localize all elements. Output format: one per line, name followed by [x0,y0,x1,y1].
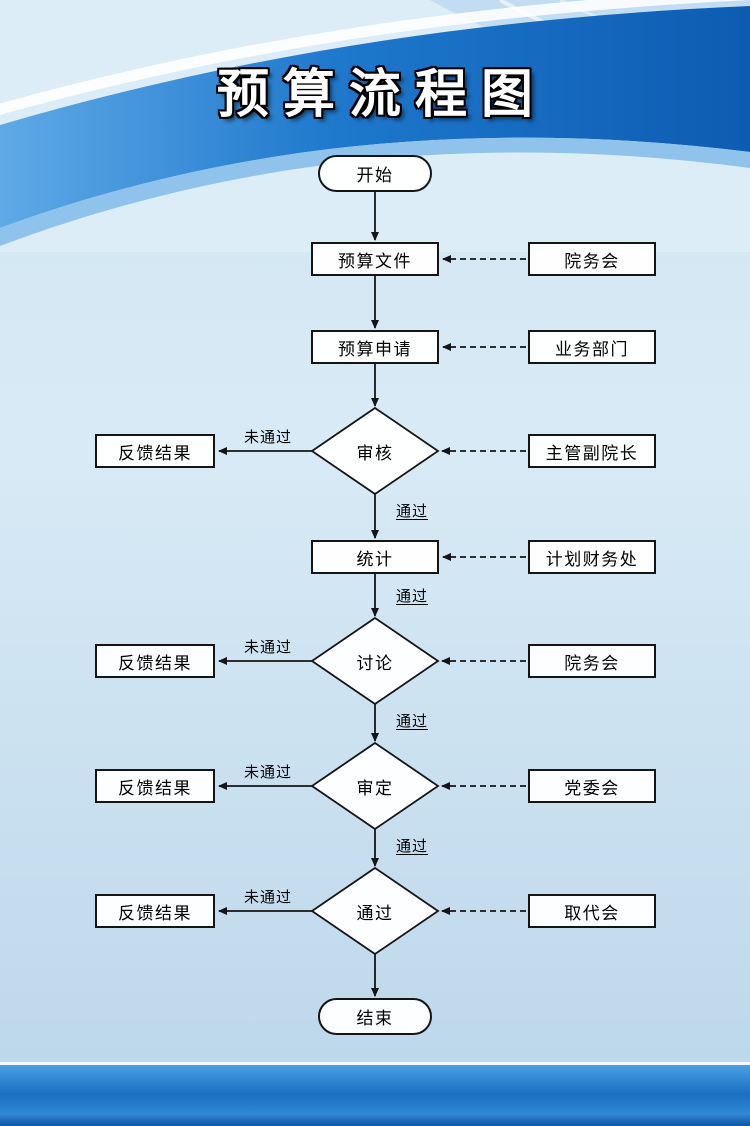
band-under-edge [0,137,750,246]
feedback-box-4: 反馈结果 [95,894,215,928]
pass-label-4: 通过 [395,838,428,855]
feedback-box-3: 反馈结果 [95,769,215,803]
start-node: 开始 [318,155,432,192]
decision-label-approval: 审定 [356,778,394,798]
feedback-box-2: 反馈结果 [95,644,215,678]
decision-label-pass: 通过 [356,903,394,923]
bottom-bar [0,1062,750,1126]
white-stripe [0,0,750,115]
flow-node-budget-file: 预算文件 [311,242,439,276]
fail-label-1: 未通过 [243,429,292,446]
blue-band [0,6,750,228]
actor-box-party-committee: 党委会 [528,769,656,803]
fail-label-2: 未通过 [243,639,292,656]
flow-node-statistics: 统计 [311,540,439,574]
fail-label-3: 未通过 [243,764,292,781]
feedback-box-1: 反馈结果 [95,434,215,468]
pass-label-1: 通过 [395,503,428,520]
actor-box-business-dept: 业务部门 [528,330,656,364]
end-node: 结束 [318,998,432,1035]
actor-box-yuanwuhui-1: 院务会 [528,242,656,276]
actor-box-finance-office: 计划财务处 [528,540,656,574]
decision-label-review: 审核 [356,443,394,463]
fail-label-4: 未通过 [243,889,292,906]
pass-label-2: 通过 [395,588,428,605]
actor-box-yuanwuhui-2: 院务会 [528,644,656,678]
flow-node-budget-apply: 预算申请 [311,330,439,364]
decision-label-discussion: 讨论 [356,653,394,673]
actor-box-deputy-director: 主管副院长 [528,434,656,468]
page-title: 预算流程图 [216,66,547,124]
actor-box-congress: 取代会 [528,894,656,928]
pass-label-3: 通过 [395,713,428,730]
